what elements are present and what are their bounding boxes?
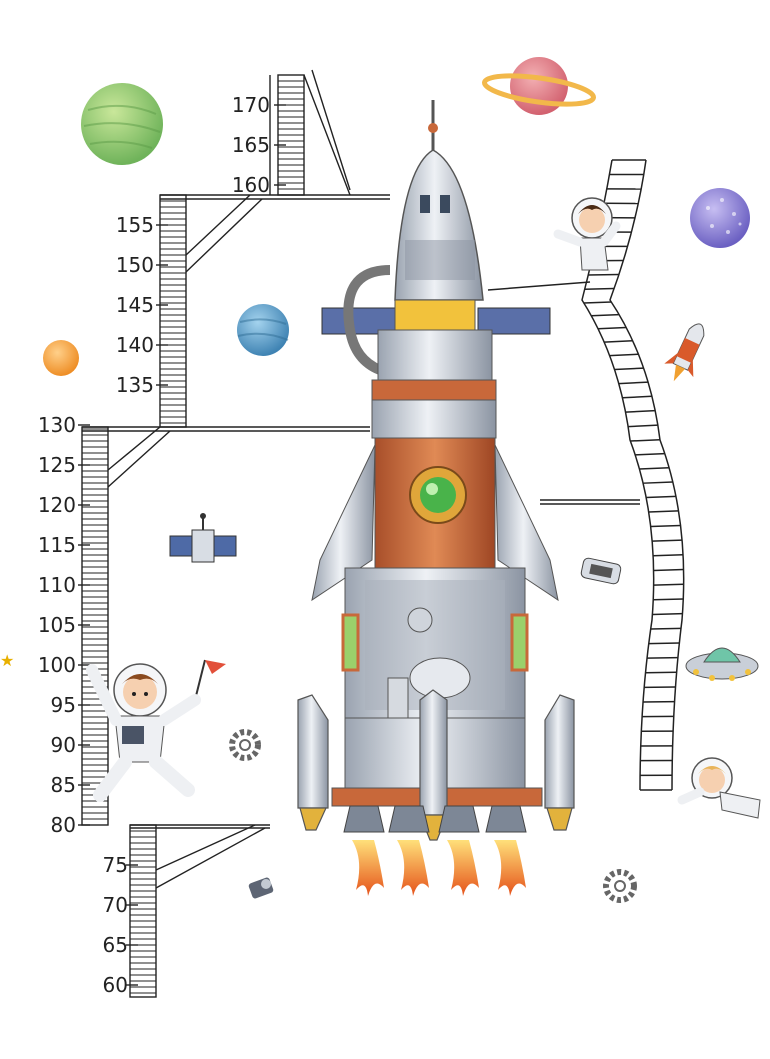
ladder-rung — [647, 658, 678, 659]
ladder-rung — [653, 599, 683, 600]
height-tick-label: 85 — [26, 775, 76, 795]
height-tick-label: 170 — [220, 95, 270, 115]
ladder-rung — [639, 468, 669, 469]
height-tick-label: 150 — [104, 255, 154, 275]
ladder-rung — [584, 302, 611, 303]
astronaut-with-flag — [92, 660, 226, 795]
height-tick-label: 115 — [26, 535, 76, 555]
ladder-rung — [649, 643, 680, 644]
ladder-rung — [615, 368, 644, 369]
height-tick-label: 135 — [104, 375, 154, 395]
rocket — [298, 100, 574, 896]
height-tick-label: 80 — [26, 815, 76, 835]
height-tick-label: 60 — [78, 975, 128, 995]
ladder-rung — [654, 584, 684, 585]
ladder-rung — [619, 382, 648, 383]
height-tick-label: 165 — [220, 135, 270, 155]
satellite — [170, 513, 236, 562]
tool-object — [248, 877, 274, 900]
astronaut-floating — [682, 758, 760, 818]
ladder-rung — [610, 354, 639, 355]
ladder-rung — [653, 555, 683, 556]
ladder-rung — [591, 315, 619, 316]
height-tick-label: 140 — [104, 335, 154, 355]
height-tick-label: 145 — [104, 295, 154, 315]
height-tick-label: 105 — [26, 615, 76, 635]
height-tick-label: 65 — [78, 935, 128, 955]
height-tick-label: 155 — [104, 215, 154, 235]
ufo — [686, 648, 758, 681]
orange-planet — [43, 340, 79, 376]
ladder-rung — [646, 496, 676, 497]
star-marker-icon: ★ — [0, 653, 14, 669]
height-tick-label: 125 — [26, 455, 76, 475]
ladder-rung — [652, 540, 682, 541]
pink-ringed-planet — [483, 57, 595, 115]
ladder-rung — [649, 511, 679, 512]
ladder-rung — [585, 288, 614, 289]
ladder-rung — [643, 482, 673, 483]
rocket-flames — [352, 840, 526, 896]
ladder-rung — [622, 396, 651, 397]
height-tick-label: 95 — [26, 695, 76, 715]
height-tick-label: 75 — [78, 855, 128, 875]
ladder-rung — [651, 525, 681, 526]
purple-planet — [690, 188, 750, 248]
ladder-rung — [626, 411, 656, 412]
ladder-rung — [654, 570, 684, 571]
ladder-rung — [598, 327, 626, 328]
blue-planet — [237, 304, 289, 356]
ladder-rung — [628, 425, 658, 426]
height-tick-label: 100 — [26, 655, 76, 675]
astronaut-on-ladder — [558, 198, 616, 270]
height-tick-label: 110 — [26, 575, 76, 595]
height-tick-label: 90 — [26, 735, 76, 755]
ladder-rung — [635, 454, 665, 455]
height-tick-label: 70 — [78, 895, 128, 915]
space-capsule-device — [580, 557, 621, 584]
height-tick-label: 120 — [26, 495, 76, 515]
ladder-rung — [630, 440, 660, 441]
ladder-rung — [652, 614, 682, 615]
height-tick-label: 130 — [26, 415, 76, 435]
height-tick-label: 160 — [220, 175, 270, 195]
ladder-rung — [604, 341, 632, 342]
small-rocket — [659, 317, 715, 388]
ladder-rung — [651, 628, 681, 629]
